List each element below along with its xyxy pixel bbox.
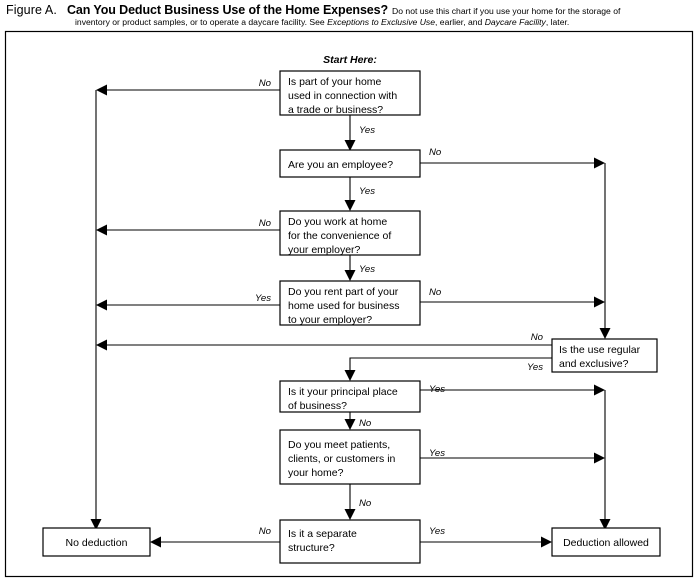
arrowhead-q6-yes	[594, 384, 605, 396]
edge-label-q7-no: No	[359, 498, 372, 509]
edge-label-q8-no: No	[259, 526, 272, 537]
figure-note-segment-a: inventory or product samples, or to oper…	[75, 17, 328, 27]
arrowhead-q3-yes	[344, 270, 356, 281]
edge-label-q1-no: No	[259, 78, 272, 89]
arrowhead-q1-yes	[344, 140, 356, 151]
arrowhead-q8-no	[150, 536, 161, 548]
edge-label-q8-yes: Yes	[429, 526, 445, 537]
node-no-deduction-label: No deduction	[66, 537, 128, 549]
edge-label-q6-yes: Yes	[429, 384, 445, 395]
arrowhead-q7-no	[344, 509, 356, 520]
edge-label-q7-yes: Yes	[429, 448, 445, 459]
figure-note-segment-b: , earlier, and	[435, 17, 485, 27]
arrowhead-q5-no	[96, 339, 107, 351]
figure-note-emphasis-exceptions: Exceptions to Exclusive Use	[327, 17, 436, 27]
node-q5-line-2: and exclusive?	[559, 358, 629, 370]
arrowhead-q2-no	[594, 157, 605, 169]
arrowhead-q4-yes	[96, 299, 107, 311]
arrowhead-right-spine-to-deduction-allowed	[599, 519, 611, 530]
node-q2-line-1: Are you an employee?	[288, 159, 393, 171]
node-q1-line-1: Is part of your home	[288, 76, 382, 88]
edge-label-q4-yes: Yes	[255, 293, 271, 304]
node-q7-line-1: Do you meet patients,	[288, 439, 390, 451]
connector-q5-yes	[349, 357, 552, 372]
figure-title: Can You Deduct Business Use of the Home …	[66, 3, 389, 17]
node-q4-line-1: Do you rent part of your	[288, 286, 399, 298]
node-q4-rent-part-of-home-to-employer[interactable]	[279, 280, 421, 326]
node-q6-principal-place-of-business[interactable]	[279, 380, 421, 413]
edge-label-q3-no: No	[259, 218, 272, 229]
node-q8-separate-structure[interactable]	[279, 519, 421, 564]
figure-note-line-1: Do not use this chart if you use your ho…	[392, 6, 621, 16]
arrowhead-q1-no	[96, 84, 107, 96]
arrowhead-left-spine-to-no-deduction	[90, 519, 102, 530]
edge-label-q3-yes: Yes	[359, 264, 375, 275]
node-no-deduction[interactable]	[42, 527, 151, 557]
node-q8-line-1: Is it a separate	[288, 528, 357, 540]
figure-header-line-1: Figure A. Can You Deduct Business Use of …	[6, 1, 620, 19]
node-q2-are-you-an-employee[interactable]	[279, 149, 421, 178]
node-q4-line-3: to your employer?	[288, 314, 372, 326]
edge-label-q1-yes: Yes	[359, 125, 375, 136]
figure-note-emphasis-daycare: Daycare Facility	[484, 17, 546, 27]
edge-label-q5-no: No	[531, 332, 544, 343]
node-deduction-allowed[interactable]	[551, 527, 661, 557]
node-q7-line-2: clients, or customers in	[288, 453, 396, 465]
arrowhead-right-spine-to-q5	[599, 328, 611, 339]
figure-header: Figure A. Can You Deduct Business Use of …	[0, 0, 698, 30]
arrowhead-q4-no	[594, 296, 605, 308]
figure-note-line-2: inventory or product samples, or to oper…	[75, 17, 569, 27]
arrowhead-q8-yes	[541, 536, 552, 548]
node-q4-line-2: home used for business	[288, 300, 399, 312]
arrowhead-q3-no	[96, 224, 107, 236]
node-q5-regular-and-exclusive-use[interactable]	[551, 338, 658, 373]
node-q1-line-2: used in connection with	[288, 90, 397, 102]
node-deduction-allowed-label: Deduction allowed	[563, 537, 649, 549]
figure-note-segment-c: , later.	[545, 17, 570, 27]
node-q8-line-2: structure?	[288, 542, 335, 554]
node-q6-line-1: Is it your principal place	[288, 386, 398, 398]
node-q3-line-1: Do you work at home	[288, 216, 387, 228]
chart-border	[4, 30, 694, 578]
edge-label-q4-no: No	[429, 287, 442, 298]
arrowhead-q6-no	[344, 419, 356, 430]
arrowhead-q7-yes	[594, 452, 605, 464]
node-q3-line-2: for the convenience of	[288, 230, 391, 242]
node-q7-line-3: your home?	[288, 467, 344, 479]
edge-label-q6-no: No	[359, 418, 372, 429]
arrowhead-q2-yes	[344, 200, 356, 211]
node-q6-line-2: of business?	[288, 400, 347, 412]
node-q3-work-at-home-for-employer-convenience[interactable]	[279, 210, 421, 256]
node-q7-meet-patients-clients-customers[interactable]	[279, 429, 421, 485]
node-q5-line-1: Is the use regular	[559, 344, 641, 356]
figure-label: Figure A.	[6, 3, 57, 17]
node-q1-line-3: a trade or business?	[288, 104, 383, 116]
edge-label-q5-yes: Yes	[527, 362, 543, 373]
edge-label-q2-yes: Yes	[359, 186, 375, 197]
node-q3-line-3: your employer?	[288, 244, 361, 256]
arrowhead-q5-yes	[344, 370, 356, 381]
node-q1-home-used-for-trade-or-business[interactable]	[279, 70, 421, 116]
edge-label-q2-no: No	[429, 147, 442, 158]
start-here-label: Start Here:	[323, 54, 377, 66]
